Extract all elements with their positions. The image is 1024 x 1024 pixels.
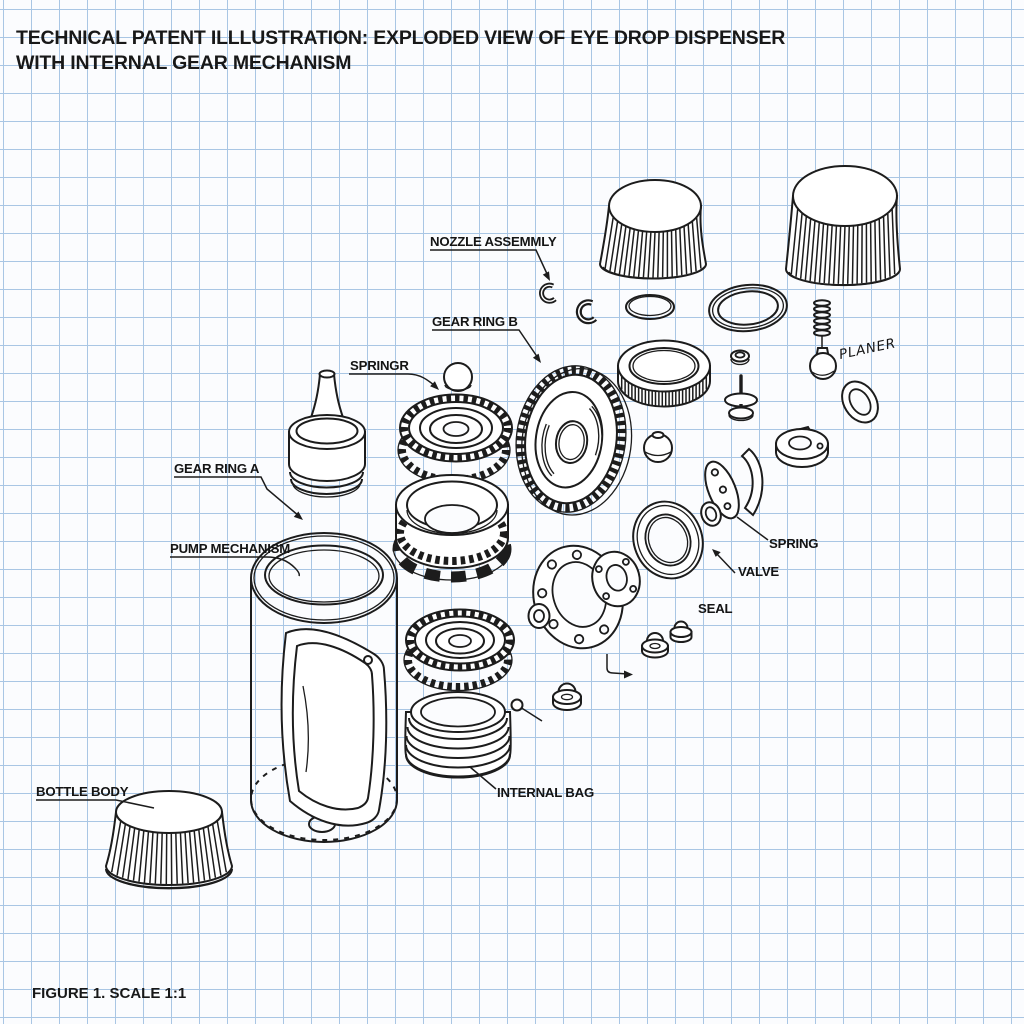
internal-bag-pouch <box>280 628 388 827</box>
valve-actuator <box>704 460 740 520</box>
knurled-ring <box>617 339 711 408</box>
arrowhead-gear-ring-a <box>293 511 303 520</box>
cap-knurled-small <box>598 179 708 280</box>
leader-spring-right <box>736 516 769 541</box>
gear-upper <box>397 393 513 485</box>
bottle-body <box>250 532 398 843</box>
grommet <box>730 349 750 366</box>
label-bottle-body: BOTTLE BODY <box>36 784 129 799</box>
dropper-nozzle <box>288 369 366 498</box>
ball-pin <box>510 698 543 722</box>
stepped-pin <box>724 374 758 422</box>
leader-nozzle-assembly <box>430 249 549 277</box>
small-ring <box>700 501 722 527</box>
valve-washer <box>632 500 704 580</box>
label-internal-bag: INTERNAL BAG <box>497 785 594 800</box>
gear-clutch <box>392 474 512 583</box>
bent-arrow <box>606 654 629 675</box>
leader-gear-ring-b <box>432 329 539 359</box>
ball-bearing <box>643 431 673 463</box>
leader-gear-ring-a <box>174 476 300 517</box>
label-gear-ring-a: GEAR RING A <box>174 461 260 476</box>
flange-small <box>591 550 641 608</box>
ring-stack <box>404 691 512 779</box>
label-nozzle-assembly: NOZZLE ASSEMMLY <box>430 234 557 249</box>
cap-nut-c <box>552 682 582 711</box>
arrowhead-nozzle <box>542 271 550 281</box>
cap-knurled-large <box>784 165 902 287</box>
washer-tilted <box>841 380 879 424</box>
page-title: TECHNICAL PATENT ILLLUSTRATION: EXPLODED… <box>16 26 785 77</box>
cap-nut-b <box>641 632 669 659</box>
c-clip-small <box>539 282 557 304</box>
leader-lines <box>36 249 769 809</box>
gear-middle <box>403 608 515 692</box>
leader-pump-mechanism <box>170 556 300 577</box>
plunger-tip <box>809 347 837 380</box>
arrowhead-gear-ring-b <box>532 353 541 363</box>
figure-caption: FIGURE 1. SCALE 1:1 <box>32 985 187 1002</box>
label-gear-ring-b: GEAR RING B <box>432 314 518 329</box>
title-line-1: TECHNICAL PATENT ILLLUSTRATION: EXPLODED… <box>16 27 786 49</box>
coil-spring-small <box>813 299 831 351</box>
title-line-2: WITH INTERNAL GEAR MECHANISM <box>16 52 352 75</box>
dome-ball <box>443 362 473 392</box>
label-springr: SPRINGR <box>350 358 409 373</box>
gear-ring-b <box>515 365 633 516</box>
leader-springr <box>349 373 436 387</box>
arrowhead-bent <box>624 670 633 679</box>
label-spring-right: SPRING <box>769 536 819 551</box>
label-valve: VALVE <box>738 564 780 579</box>
cap-knurled-bottom <box>104 790 234 890</box>
cap-nut-a <box>669 620 693 643</box>
o-ring-small <box>625 294 675 320</box>
flange-boss <box>527 603 551 629</box>
arrowhead-springr <box>430 381 439 390</box>
leader-valve <box>715 552 736 574</box>
label-seal: SEAL <box>698 601 733 616</box>
o-ring-large <box>708 283 788 333</box>
arrowhead-valve <box>712 549 721 557</box>
leader-bottle-body <box>36 799 155 809</box>
leader-internal-bag <box>469 766 497 790</box>
label-pump-mechanism: PUMP MECHANISM <box>170 541 291 556</box>
spring-clip-blade <box>740 447 764 517</box>
collar-with-tab <box>775 425 829 468</box>
c-clip-medium <box>575 299 598 325</box>
